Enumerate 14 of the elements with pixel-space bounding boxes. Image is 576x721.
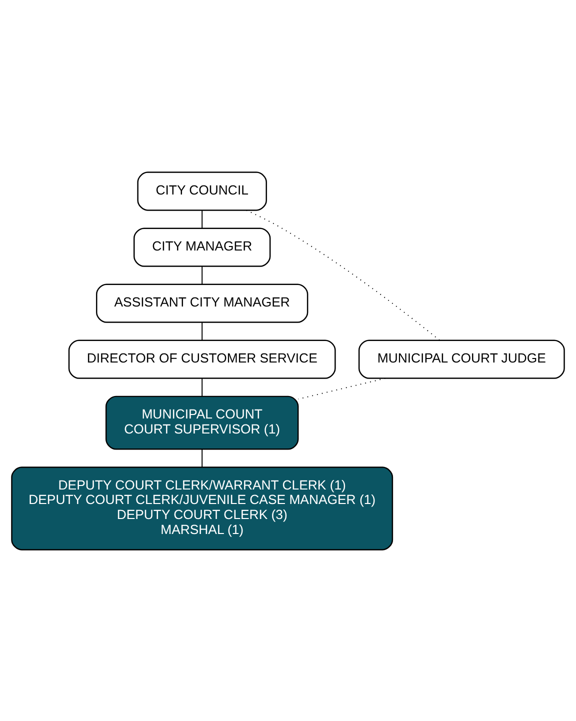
node-box: MUNICIPAL COUNT COURT SUPERVISOR (1) — [105, 395, 299, 450]
connector — [202, 209, 203, 228]
node-box: DEPUTY COURT CLERK/WARRANT CLERK (1) DEPUTY COURT CLERK/JUVENILE CASE MANAGER (1) DEPUTY COURT CLERK (3) MARSHAL (1) — [11, 466, 394, 550]
node-box: CITY COUNCIL — [137, 171, 267, 210]
connector — [202, 448, 203, 468]
connector — [246, 209, 440, 340]
connector — [298, 377, 386, 400]
node-box: CITY MANAGER — [134, 227, 271, 266]
node-box: MUNICIPAL COURT JUDGE — [358, 339, 565, 378]
connector — [202, 377, 203, 396]
connector — [202, 266, 203, 284]
connector — [202, 322, 203, 340]
node-box: ASSISTANT CITY MANAGER — [96, 283, 308, 322]
node-box: DIRECTOR OF CUSTOMER SERVICE — [68, 339, 336, 378]
